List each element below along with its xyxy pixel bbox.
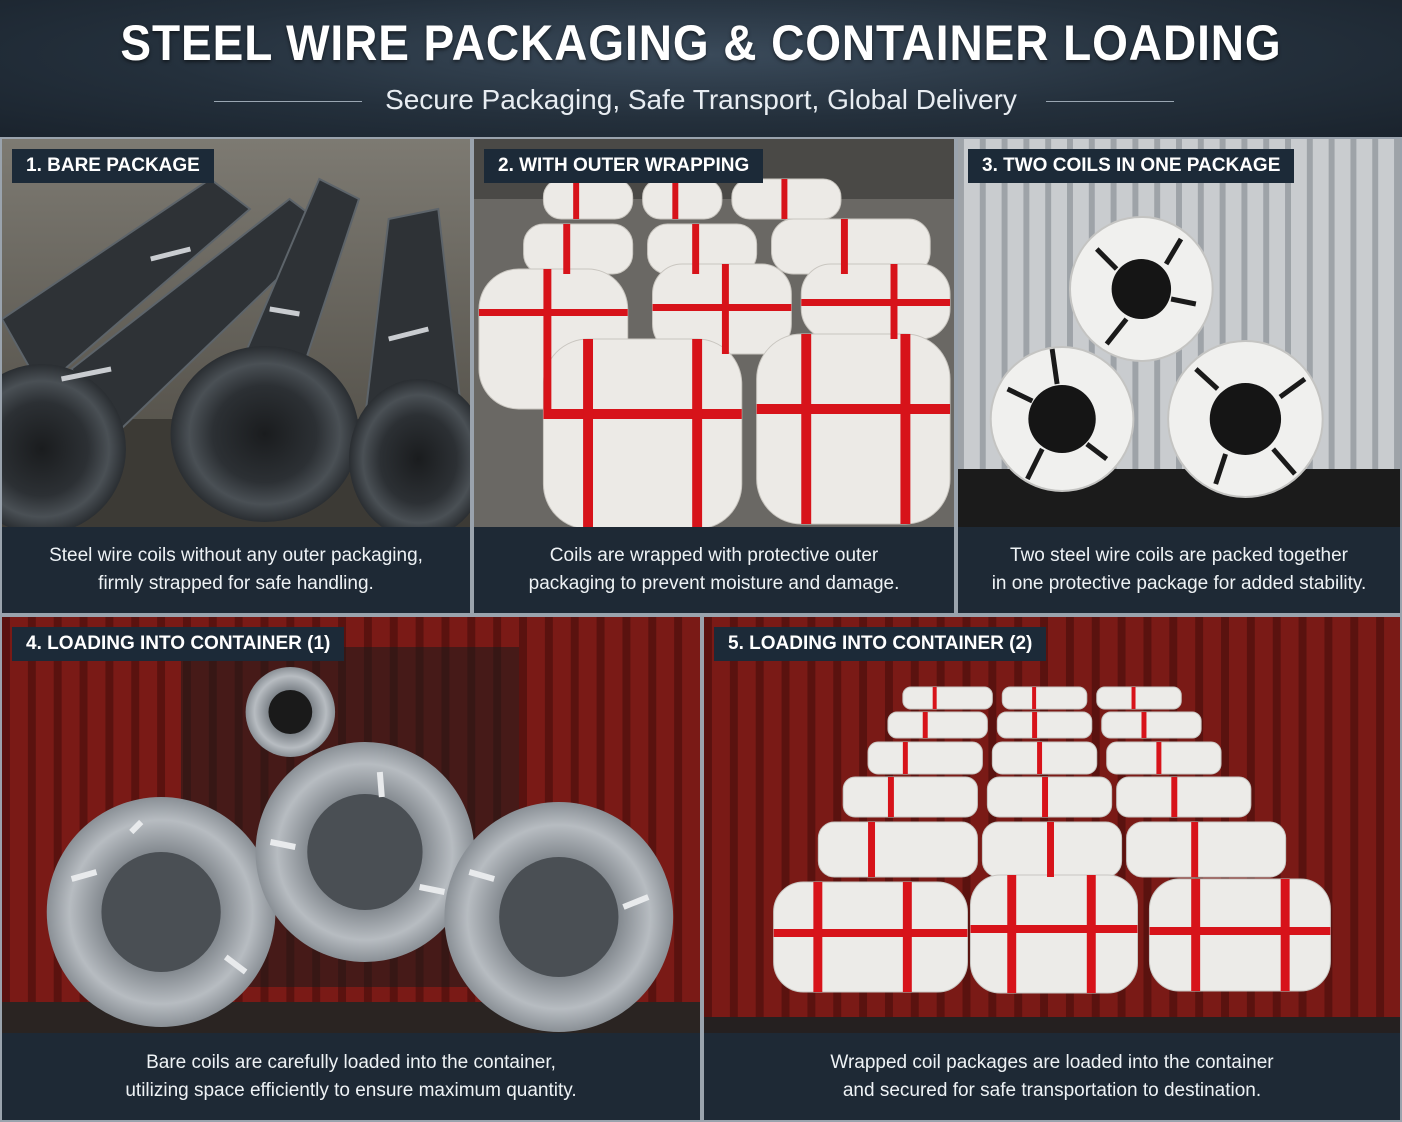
caption-line: Steel wire coils without any outer packa… [49, 545, 423, 566]
subtitle-rule-left [214, 101, 362, 102]
subtitle-row: Secure Packaging, Safe Transport, Global… [0, 82, 1402, 122]
header: STEEL WIRE PACKAGING & CONTAINER LOADING… [0, 0, 1402, 137]
panel-caption: Wrapped coil packages are loaded into th… [704, 1033, 1400, 1120]
panel-outer-wrapping: 2. WITH OUTER WRAPPING Coils are wrapped… [472, 137, 956, 615]
caption-line: Wrapped coil packages are loaded into th… [830, 1051, 1274, 1073]
page-title: STEEL WIRE PACKAGING & CONTAINER LOADING [120, 15, 1282, 71]
photo-bare-coils-container [2, 617, 700, 1037]
panel-loading-container-1: 4. LOADING INTO CONTAINER (1) Bare coils… [0, 615, 702, 1122]
caption-line: and secured for safe transportation to d… [842, 1079, 1262, 1101]
photo-two-coils [958, 139, 1400, 529]
panel-label: 2. WITH OUTER WRAPPING [484, 149, 764, 183]
caption-line: utilizing space efficiently to ensure ma… [125, 1079, 577, 1101]
panel-label: 1. BARE PACKAGE [12, 149, 214, 183]
panel-caption: Bare coils are carefully loaded into the… [2, 1033, 700, 1120]
panel-caption: Coils are wrapped with protective outer … [474, 527, 954, 613]
subtitle-rule-right [1046, 101, 1174, 102]
page-subtitle: Secure Packaging, Safe Transport, Global… [385, 84, 1017, 115]
panel-loading-container-2: 5. LOADING INTO CONTAINER (2) Wrapped co… [702, 615, 1402, 1122]
caption-line: firmly strapped for safe handling. [98, 573, 374, 594]
caption-line: packaging to prevent moisture and damage… [528, 573, 900, 594]
panel-label: 5. LOADING INTO CONTAINER (2) [714, 627, 1047, 661]
panel-label: 4. LOADING INTO CONTAINER (1) [12, 627, 345, 661]
caption-line: Bare coils are carefully loaded into the… [146, 1051, 556, 1073]
photo-wrapped-coils-container [704, 617, 1400, 1037]
panel-bare-package: 1. BARE PACKAGE Steel wire coils without… [0, 137, 472, 615]
panel-caption: Steel wire coils without any outer packa… [2, 527, 470, 613]
caption-line: Coils are wrapped with protective outer [549, 545, 879, 566]
panel-label: 3. TWO COILS IN ONE PACKAGE [968, 149, 1295, 183]
panel-caption: Two steel wire coils are packed together… [958, 527, 1400, 613]
caption-line: in one protective package for added stab… [991, 573, 1367, 594]
caption-line: Two steel wire coils are packed together [1010, 545, 1348, 566]
photo-bare-coils [2, 139, 470, 529]
panel-two-coils: 3. TWO COILS IN ONE PACKAGE Two steel wi… [956, 137, 1402, 615]
photo-wrapped-coils [474, 139, 954, 529]
